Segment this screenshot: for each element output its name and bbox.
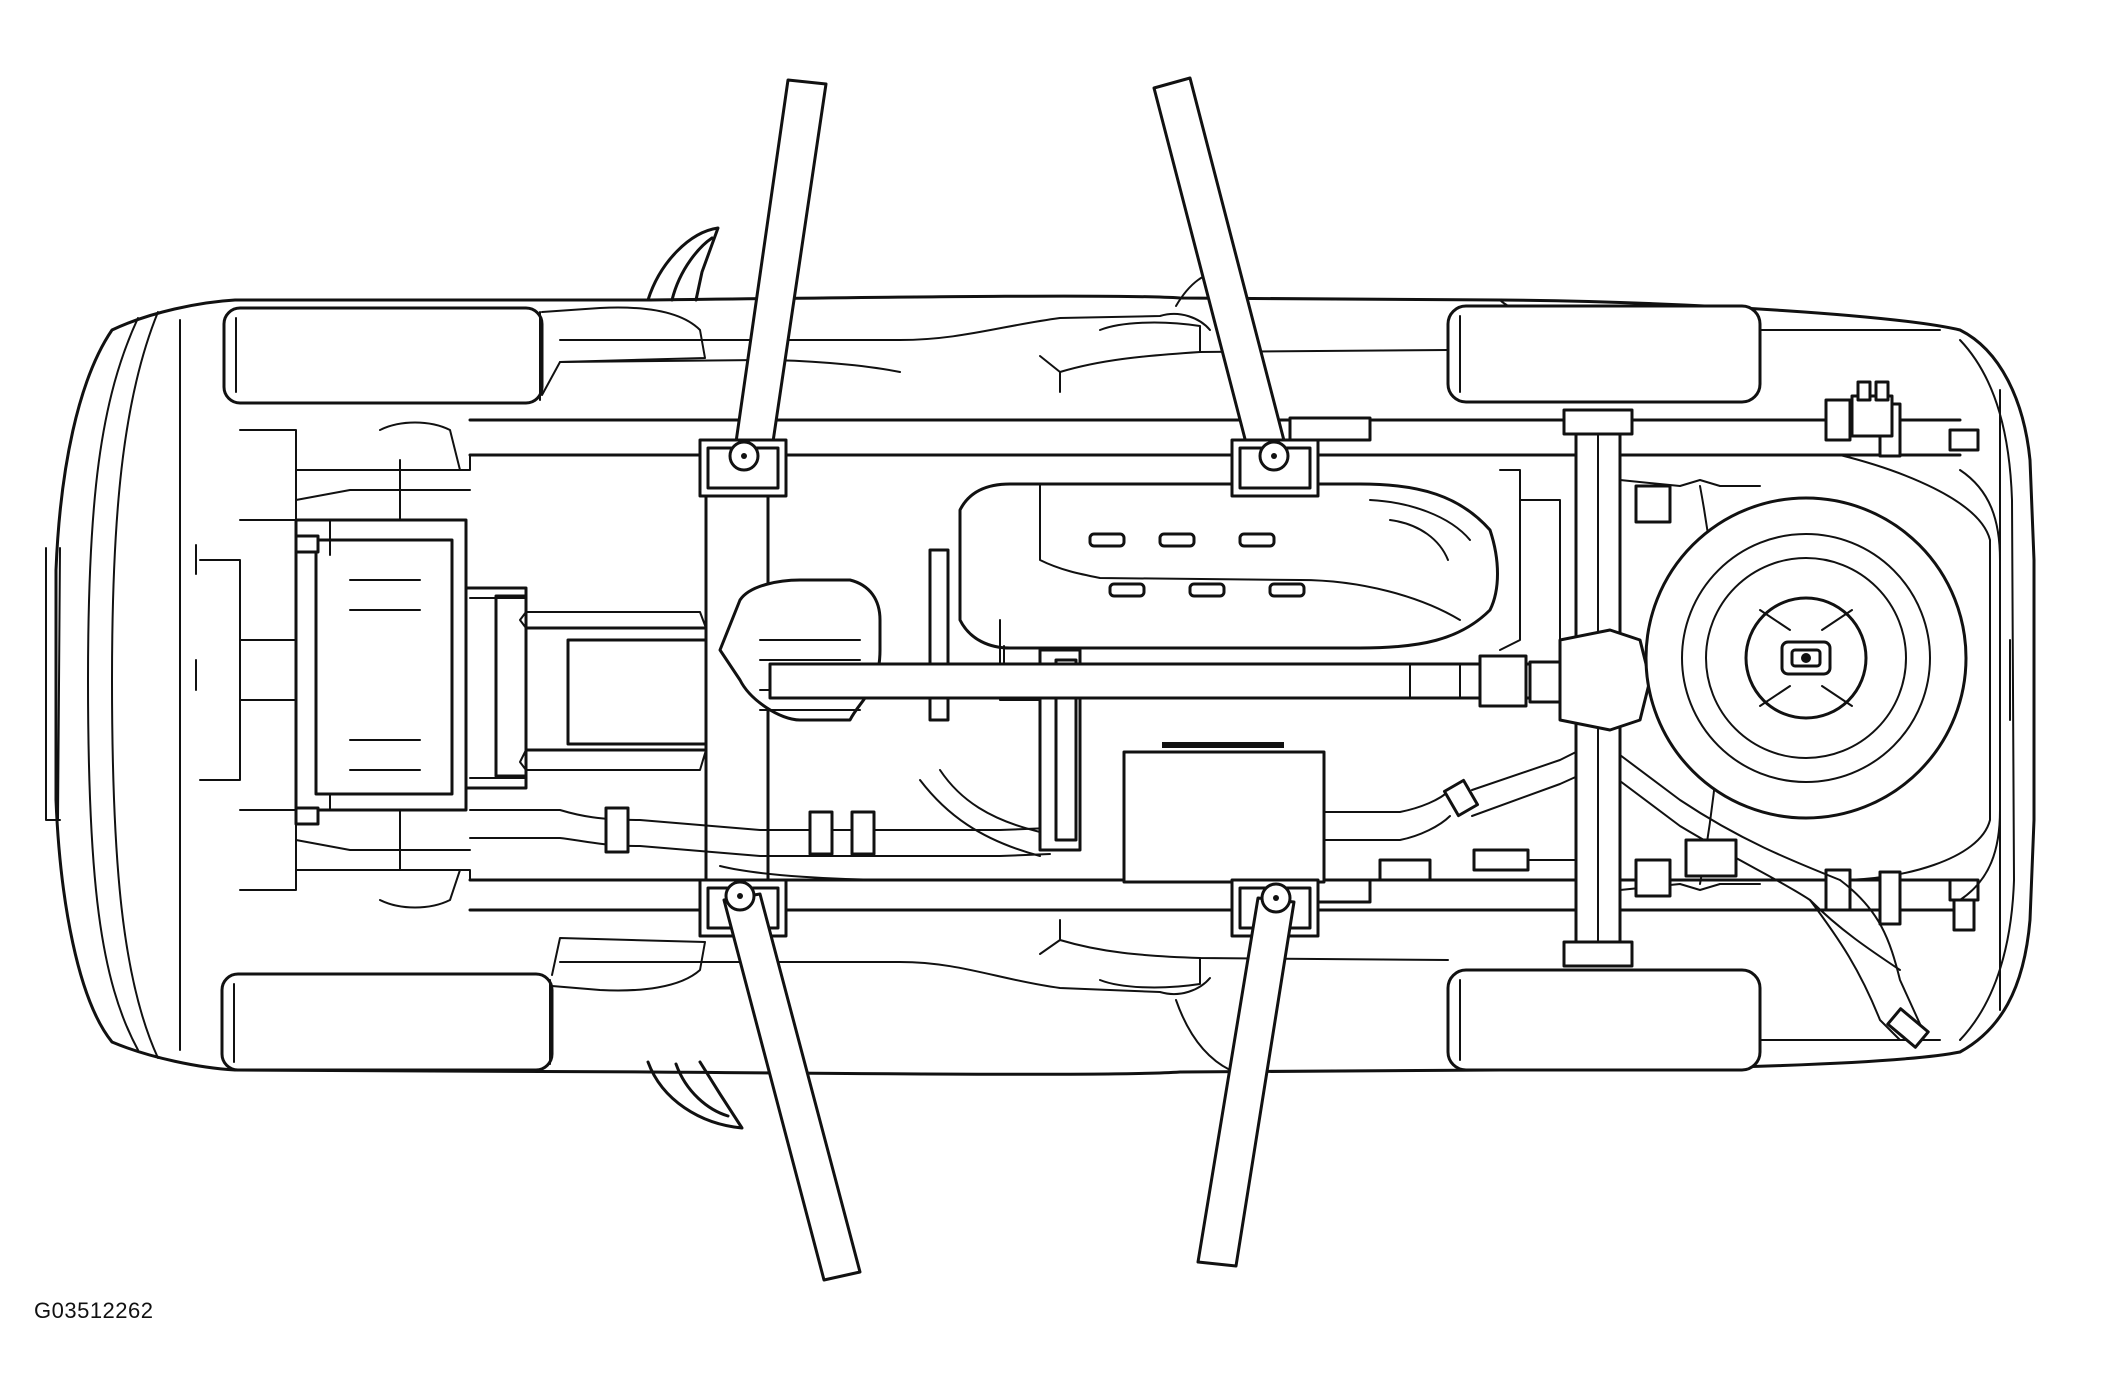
driveshaft [770, 656, 1570, 706]
rear-right-wheel [1448, 970, 1760, 1070]
rear-hardware [1380, 382, 2010, 930]
figure-id-label: G03512262 [34, 1298, 154, 1323]
lift-arm-front-right [700, 880, 860, 1280]
rear-left-wheel [1448, 306, 1760, 402]
wheels [222, 306, 1760, 1070]
lift-arm-rear-left [1154, 78, 1318, 496]
lift-arm-rear-right [1198, 880, 1318, 1266]
engine-transmission [296, 455, 706, 880]
front-left-wheel [224, 308, 542, 403]
fuel-tank [930, 470, 1560, 720]
lift-arms [700, 78, 1318, 1280]
front-suspension [196, 423, 466, 908]
lift-arm-front-left [700, 80, 826, 496]
exhaust-system [470, 646, 1928, 1047]
front-right-wheel [222, 974, 552, 1070]
spare-tire-icon [1646, 498, 1966, 818]
